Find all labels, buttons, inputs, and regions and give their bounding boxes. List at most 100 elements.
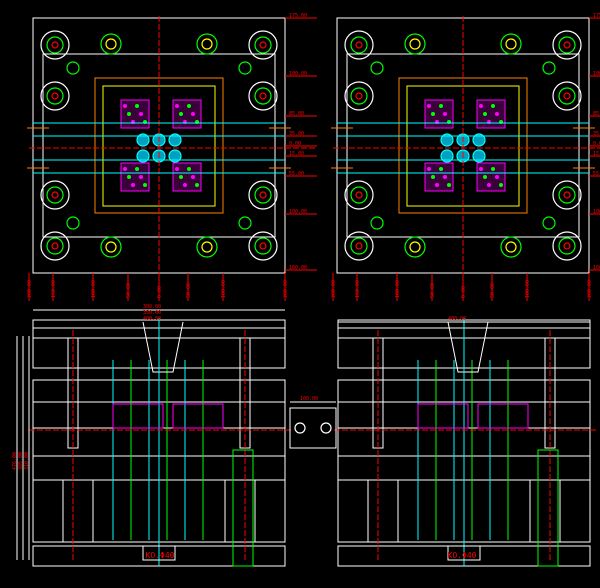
pin-center-icon (105, 38, 117, 50)
pillar-center-icon (51, 92, 59, 100)
dimension-label: 0.00 (461, 286, 467, 298)
dimension-label: 200.00 (587, 280, 593, 298)
pillar-center-icon (563, 41, 571, 49)
guide-pillar-icon (344, 81, 374, 111)
runner-gate-icon (168, 133, 182, 147)
plan-view-right: 175.00100.0085.0035.000.0015.0055.00100.… (331, 13, 600, 301)
guide-pillar-icon (552, 180, 582, 210)
guide-bush-icon (558, 186, 576, 204)
cavity-detail (123, 167, 127, 171)
runner-gate-icon (440, 133, 454, 147)
dimension-label: 100.00 (289, 209, 307, 215)
support-block (62, 479, 94, 543)
dimension-label: 50.00 (126, 283, 132, 298)
cavity-detail (483, 175, 487, 179)
guide-bush-icon (254, 36, 272, 54)
dimension-label: 35.00 (593, 131, 600, 137)
detail-hole-icon (320, 422, 332, 434)
guide-pillar-icon (552, 81, 582, 111)
screw-icon (66, 216, 80, 230)
dimension-label: 0.00 (593, 141, 600, 147)
runner-gate-icon (168, 149, 182, 163)
guide-bush-icon (350, 186, 368, 204)
dimension-label: 0.00 (289, 141, 301, 147)
cavity-detail (495, 112, 499, 116)
cavity-detail (123, 104, 127, 108)
cavity-detail (195, 183, 199, 187)
dimension-label: 200.00 (331, 280, 337, 298)
cavity-detail (491, 167, 495, 171)
guide-bush-icon (350, 237, 368, 255)
pillar-center-icon (355, 41, 363, 49)
cavity-section (477, 403, 529, 429)
dimension-label: 50.00 (186, 283, 192, 298)
dimension-label: 85.00 (593, 111, 600, 117)
cavity-detail (139, 112, 143, 116)
cavity-detail (487, 183, 491, 187)
runner-gate-icon (440, 149, 454, 163)
guide-bush-icon (558, 87, 576, 105)
return-pin-icon (100, 236, 122, 258)
cavity-detail (127, 175, 131, 179)
pillar-center-icon (355, 191, 363, 199)
cavity-detail (139, 175, 143, 179)
screw-icon (238, 216, 252, 230)
cavity-section (112, 403, 164, 429)
support-block (529, 479, 561, 543)
cavity-detail (127, 112, 131, 116)
cavity-detail (439, 104, 443, 108)
sprue-bushing (142, 321, 184, 373)
pillar-center-icon (259, 92, 267, 100)
cavity-detail (179, 112, 183, 116)
dimension-label: 385.00 (18, 452, 24, 470)
detail-block (289, 407, 337, 449)
guide-pillar-icon (40, 231, 70, 261)
guide-pillar-icon (344, 30, 374, 60)
guide-pillar-icon (40, 30, 70, 60)
pillar-center-icon (259, 41, 267, 49)
cavity-detail (439, 167, 443, 171)
guide-pillar-icon (552, 231, 582, 261)
pin-center-icon (105, 241, 117, 253)
dimension-label: 50.00 (430, 283, 436, 298)
dimension-label: 160.00 (289, 265, 307, 271)
cavity-detail (187, 104, 191, 108)
pin-center-icon (409, 38, 421, 50)
dimension-label: 100.00 (395, 280, 401, 298)
guide-bush-icon (46, 87, 64, 105)
dimension-label: 55.00 (289, 171, 304, 177)
pin-center-icon (201, 38, 213, 50)
cavity-detail (435, 183, 439, 187)
guide-pillar-icon (40, 180, 70, 210)
detail-hole-icon (294, 422, 306, 434)
runner-gate-icon (136, 149, 150, 163)
cavity-detail (143, 183, 147, 187)
pillar-center-icon (563, 92, 571, 100)
cavity-detail (427, 104, 431, 108)
pillar-center-icon (563, 191, 571, 199)
dimension-label: 100.00 (593, 209, 600, 215)
cavity-detail (191, 112, 195, 116)
cavity-detail (447, 183, 451, 187)
pillar-center-icon (51, 41, 59, 49)
dimension-label: 476.00 (12, 452, 18, 470)
sprue-bushing (447, 321, 489, 373)
guide-bush-icon (46, 186, 64, 204)
dimension-label: 15.00 (593, 151, 600, 157)
runner-gate-icon (472, 133, 486, 147)
dimension-label: 100.00 (289, 71, 307, 77)
ejector-rod (232, 449, 254, 567)
dimension-label: 50.00 (490, 283, 496, 298)
dimension-label: 100.00 (300, 396, 318, 402)
guide-pillar-icon (40, 81, 70, 111)
cavity-detail (491, 104, 495, 108)
cavity-detail (499, 183, 503, 187)
guide-pillar-icon (248, 231, 278, 261)
screw-icon (238, 61, 252, 75)
guide-bush-icon (46, 237, 64, 255)
pillar-center-icon (355, 92, 363, 100)
guide-pillar-icon (552, 30, 582, 60)
support-block (224, 479, 256, 543)
